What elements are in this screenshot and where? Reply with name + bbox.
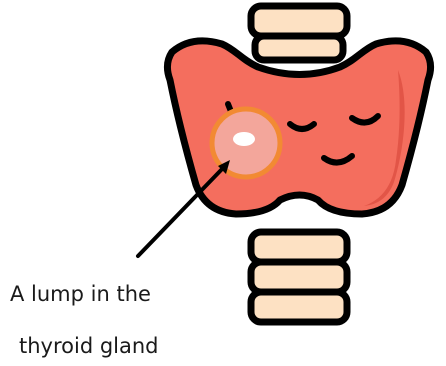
caption-line-2: thyroid gland bbox=[19, 334, 159, 358]
trachea-ring bbox=[251, 262, 347, 292]
trachea-ring bbox=[251, 292, 347, 322]
trachea-ring bbox=[251, 232, 347, 262]
trachea-lower bbox=[251, 232, 347, 322]
trachea-ring bbox=[255, 36, 343, 60]
trachea-upper bbox=[251, 6, 347, 60]
thyroid-gland bbox=[167, 41, 430, 214]
caption-line-1: A lump in the bbox=[10, 282, 151, 306]
trachea-ring bbox=[251, 6, 347, 36]
lump-highlight bbox=[233, 132, 255, 146]
